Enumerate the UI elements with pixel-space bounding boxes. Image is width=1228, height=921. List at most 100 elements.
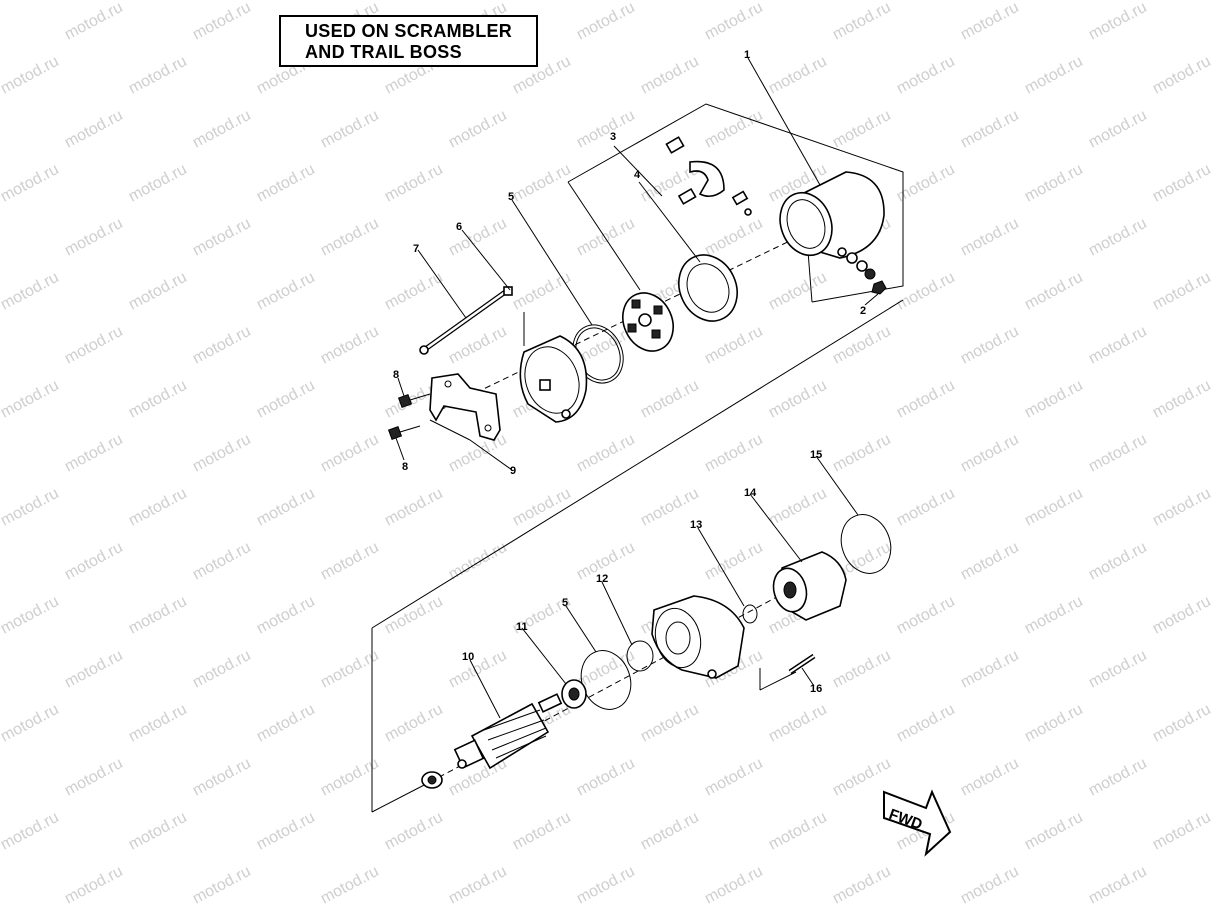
title-line-1: USED ON SCRAMBLER (305, 21, 513, 41)
watermark-text: motod.ru (62, 323, 126, 368)
watermark-text: motod.ru (638, 377, 702, 422)
watermark-text: motod.ru (510, 269, 574, 314)
nut-washer-stack (837, 247, 887, 295)
watermark-text: motod.ru (1150, 161, 1214, 206)
leader-13 (697, 527, 745, 607)
front-cover-part (651, 595, 745, 679)
watermark-text: motod.ru (958, 647, 1022, 692)
rear-cover-part (519, 335, 588, 423)
watermark-text: motod.ru (190, 539, 254, 584)
watermark-text: motod.ru (382, 161, 446, 206)
watermark-text: motod.ru (702, 863, 766, 908)
watermark-text: motod.ru (1022, 809, 1086, 854)
watermark-text: motod.ru (958, 431, 1022, 476)
leader-7 (417, 249, 467, 319)
watermark-text: motod.ru (958, 323, 1022, 368)
watermark-text: motod.ru (638, 809, 702, 854)
watermark-text: motod.ru (1022, 269, 1086, 314)
callout-12: 12 (596, 573, 608, 585)
watermark-text: motod.ru (958, 0, 1022, 44)
watermark-text: motod.ru (830, 863, 894, 908)
watermark-text: motod.ru (958, 215, 1022, 260)
watermark-text: motod.ru (62, 0, 126, 44)
watermark-text: motod.ru (766, 377, 830, 422)
watermark-text: motod.ru (1022, 593, 1086, 638)
watermark-text: motod.ru (1022, 377, 1086, 422)
watermark-text: motod.ru (190, 215, 254, 260)
watermark-text: motod.ru (574, 431, 638, 476)
leader-9a (429, 419, 471, 441)
watermark-text: motod.ru (126, 593, 190, 638)
watermark-text: motod.ru (254, 269, 318, 314)
watermark-text: motod.ru (0, 593, 62, 638)
leader-4 (638, 181, 701, 263)
fwd-arrow-icon: FWD (883, 789, 952, 857)
watermark-text: motod.ru (190, 863, 254, 908)
leader-10 (469, 659, 501, 719)
leader-11 (521, 627, 567, 685)
bracket-bolts (387, 393, 431, 441)
watermark-text: motod.ru (702, 431, 766, 476)
watermark-text: motod.ru (702, 215, 766, 260)
watermark-text: motod.ru (766, 53, 830, 98)
watermark-text: motod.ru (0, 161, 62, 206)
watermark-text: motod.ru (830, 107, 894, 152)
watermark-text: motod.ru (638, 53, 702, 98)
callout-16: 16 (810, 683, 822, 695)
callout-14: 14 (744, 487, 757, 499)
center-axis-upper (439, 235, 801, 411)
watermark-text: motod.ru (1086, 755, 1150, 800)
watermark-text: motod.ru (766, 485, 830, 530)
bearing-11 (561, 679, 587, 709)
watermark-text: motod.ru (510, 161, 574, 206)
watermark-text: motod.ru (126, 269, 190, 314)
bushing-part (421, 771, 443, 789)
watermark-text: motod.ru (1086, 647, 1150, 692)
snap-ring-13 (742, 604, 758, 624)
watermark-text: motod.ru (958, 755, 1022, 800)
watermark-text: motod.ru (62, 107, 126, 152)
watermark-text: motod.ru (1150, 269, 1214, 314)
brush-holder-parts (665, 136, 752, 216)
through-bolt-part (419, 286, 513, 355)
watermark-text: motod.ru (574, 0, 638, 44)
callout-2: 2 (860, 305, 866, 317)
watermark-text: motod.ru (382, 701, 446, 746)
watermark-text: motod.ru (1086, 0, 1150, 44)
watermark-text: motod.ru (1022, 701, 1086, 746)
title-box: USED ON SCRAMBLER AND TRAIL BOSS (279, 15, 538, 67)
watermark-text: motod.ru (574, 215, 638, 260)
brush-ring-part (678, 254, 738, 322)
watermark-text: motod.ru (894, 593, 958, 638)
watermark-text: motod.ru (254, 701, 318, 746)
watermark-text: motod.ru (62, 863, 126, 908)
brush-holder-assembly (622, 292, 674, 352)
watermark-text: motod.ru (446, 863, 510, 908)
watermark-text: motod.ru (62, 215, 126, 260)
leader-8b (395, 437, 405, 461)
watermark-text: motod.ru (766, 701, 830, 746)
watermark-text: motod.ru (190, 0, 254, 44)
watermark-text: motod.ru (574, 107, 638, 152)
watermark-text: motod.ru (190, 323, 254, 368)
bolt-16 (788, 653, 816, 675)
callout-6: 6 (456, 221, 462, 233)
leader-3 (613, 145, 663, 197)
watermark-text: motod.ru (190, 431, 254, 476)
watermark-text: motod.ru (382, 485, 446, 530)
leader-9 (469, 439, 513, 471)
watermark-text: motod.ru (190, 647, 254, 692)
yoke-housing-part (779, 171, 885, 259)
leader-6 (461, 229, 511, 291)
watermark-text: motod.ru (766, 809, 830, 854)
callout-13: 13 (690, 519, 702, 531)
watermark-text: motod.ru (318, 431, 382, 476)
watermark-text: motod.ru (894, 701, 958, 746)
watermark-text: motod.ru (446, 647, 510, 692)
watermark-text: motod.ru (126, 701, 190, 746)
starter-drive-part (772, 551, 847, 621)
watermark-text: motod.ru (894, 53, 958, 98)
o-ring-15 (840, 514, 892, 574)
watermark-text: motod.ru (0, 53, 62, 98)
